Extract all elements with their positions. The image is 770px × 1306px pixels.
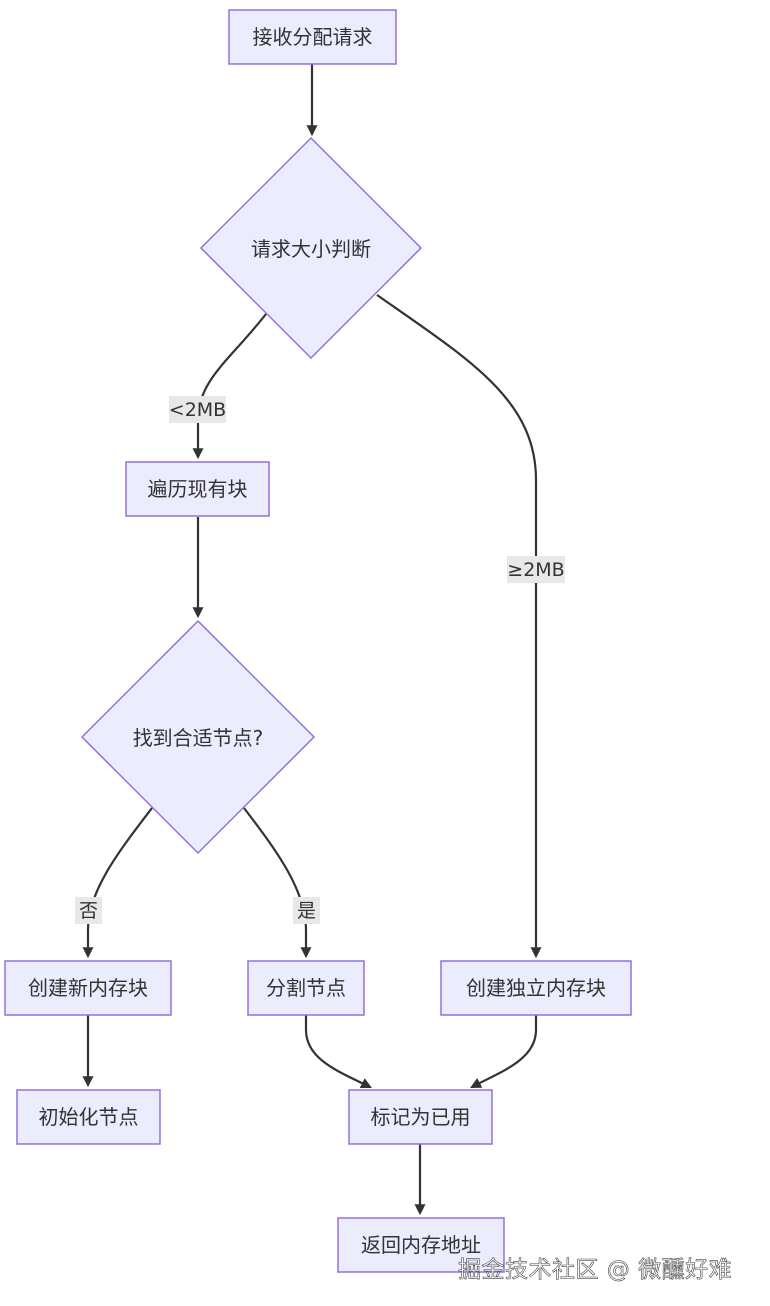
node-split-label: 分割节点 xyxy=(266,976,346,1000)
edge-find-node-to-create-new xyxy=(82,807,153,959)
node-init-node-label: 初始化节点 xyxy=(39,1105,139,1129)
node-size-check-label: 请求大小判断 xyxy=(251,237,371,261)
node-size-check-decision: 请求大小判断 xyxy=(199,136,423,360)
edge-split-to-mark-used xyxy=(304,1015,372,1088)
edge-label-no-text: 否 xyxy=(79,900,98,922)
edge-label-no: 否 xyxy=(75,897,102,924)
node-traverse-blocks: 遍历现有块 xyxy=(125,461,270,517)
node-create-independent-label: 创建独立内存块 xyxy=(466,976,606,1000)
node-init-node: 初始化节点 xyxy=(16,1089,161,1145)
node-create-new-label: 创建新内存块 xyxy=(28,976,148,1000)
node-return-address: 返回内存地址 xyxy=(337,1217,505,1273)
node-receive-request-label: 接收分配请求 xyxy=(253,25,373,49)
edge-label-lt-2mb-text: <2MB xyxy=(169,399,226,421)
edge-label-ge-2mb-text: ≥2MB xyxy=(507,559,564,581)
node-split: 分割节点 xyxy=(247,960,365,1016)
node-return-address-label: 返回内存地址 xyxy=(361,1233,481,1257)
edge-label-yes-text: 是 xyxy=(297,900,316,922)
edge-label-ge-2mb: ≥2MB xyxy=(507,556,565,583)
watermark: 掘金技术社区 @ 微醺好难 xyxy=(458,1257,733,1284)
node-mark-used: 标记为已用 xyxy=(348,1089,493,1145)
node-traverse-label: 遍历现有块 xyxy=(148,477,248,501)
node-find-node-label: 找到合适节点? xyxy=(133,726,264,750)
edge-create-independent-to-mark-used xyxy=(470,1015,538,1089)
node-receive-request: 接收分配请求 xyxy=(228,9,397,65)
edge-label-lt-2mb: <2MB xyxy=(169,396,226,423)
node-create-new-block: 创建新内存块 xyxy=(4,960,172,1016)
edge-size-check-to-create-independent xyxy=(376,294,542,959)
edge-size-check-to-traverse xyxy=(192,313,267,460)
node-find-node-decision: 找到合适节点? xyxy=(80,619,316,855)
edge-label-yes: 是 xyxy=(293,897,320,924)
node-mark-used-label: 标记为已用 xyxy=(371,1105,471,1129)
edge-find-node-to-split xyxy=(243,807,312,959)
node-create-independent-block: 创建独立内存块 xyxy=(440,960,632,1016)
